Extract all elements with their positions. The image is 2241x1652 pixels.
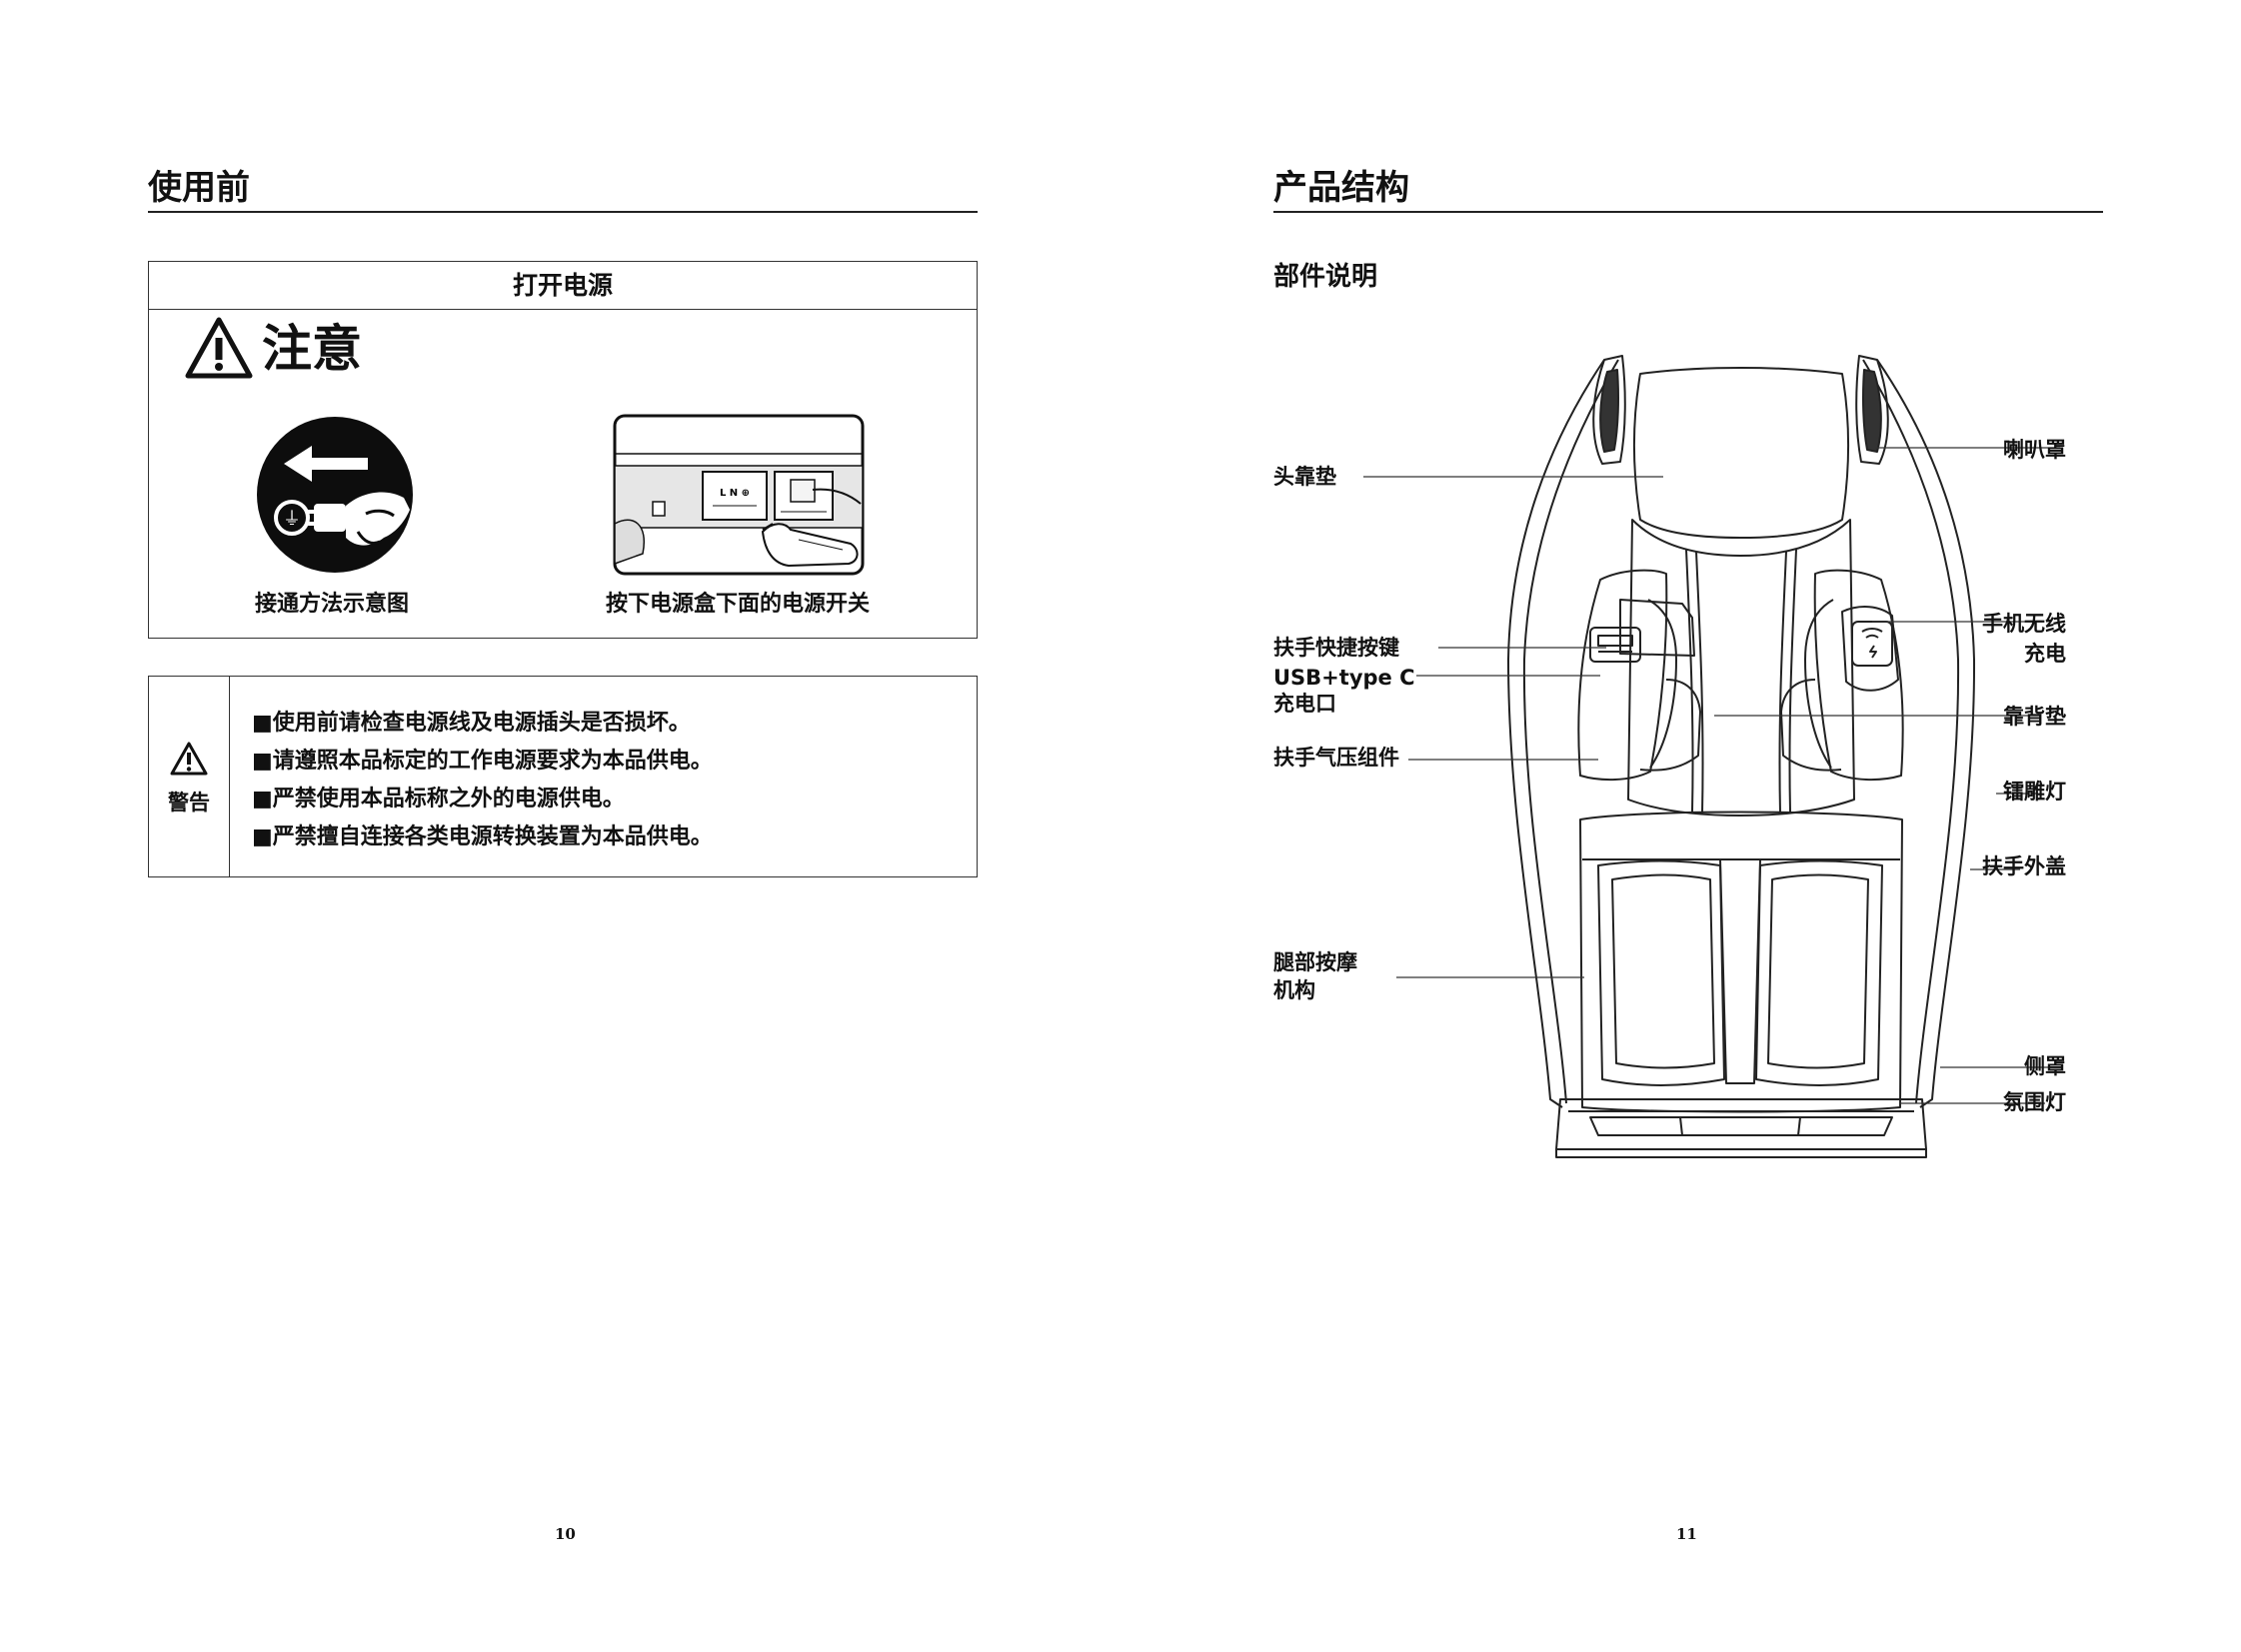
warning-side-column: 警告 <box>149 677 230 876</box>
page-title: 使用前 <box>148 168 250 208</box>
wireless-charging-label-line2: 充电 <box>2024 642 2066 666</box>
engraved-light-label: 镭雕灯 <box>2003 780 2066 804</box>
headrest-label: 头靠垫 <box>1273 465 1336 489</box>
power-switch-caption: 按下电源盒下面的电源开关 <box>606 592 871 617</box>
title-divider <box>148 211 978 213</box>
page-title: 产品结构 <box>1273 168 1409 208</box>
warning-list: 使用前请检查电源线及电源插头是否损坏。 请遵照本品标定的工作电源要求为本品供电。… <box>252 705 713 856</box>
usb-port-label-line2: 充电口 <box>1273 692 1336 716</box>
caution-header: 注意 <box>184 316 362 386</box>
side-cover-label: 侧罩 <box>2024 1054 2066 1078</box>
armrest-cover-label: 扶手外盖 <box>1982 854 2066 878</box>
speaker-cover-label: 喇叭罩 <box>2003 438 2066 462</box>
armrest-shortcut-keys-label: 扶手快捷按键 <box>1273 636 1399 660</box>
parts-description-heading: 部件说明 <box>1273 262 1378 292</box>
svg-text:⏚: ⏚ <box>283 509 301 530</box>
power-switch-illustration: L N ⊕ <box>613 414 865 576</box>
ambient-light-label: 氛围灯 <box>2003 1090 2066 1114</box>
usb-port-label-line1: USB+type C <box>1273 666 1415 690</box>
warning-item: 严禁使用本品标称之外的电源供电。 <box>252 781 713 819</box>
warning-item: 严禁擅自连接各类电源转换装置为本品供电。 <box>252 819 713 856</box>
warning-item: 请遵照本品标定的工作电源要求为本品供电。 <box>252 743 713 781</box>
power-box-terminal-label: L N ⊕ <box>720 488 750 499</box>
page-number: 11 <box>1676 1525 1697 1543</box>
power-on-panel: 打开电源 注意 ⏚ 接通方法示意图 <box>148 261 978 639</box>
warning-label: 警告 <box>168 791 210 815</box>
caution-label: 注意 <box>262 320 362 378</box>
left-page: 使用前 打开电源 注意 ⏚ <box>0 0 1120 1652</box>
warning-panel: 警告 使用前请检查电源线及电源插头是否损坏。 请遵照本品标定的工作电源要求为本品… <box>148 676 978 877</box>
page-number: 10 <box>555 1525 576 1543</box>
backrest-label: 靠背垫 <box>2003 705 2066 729</box>
connection-method-caption: 接通方法示意图 <box>255 592 410 617</box>
plug-connection-illustration: ⏚ <box>257 417 413 573</box>
title-divider <box>1273 211 2103 213</box>
massage-chair-diagram <box>1363 355 2060 1158</box>
right-page: 产品结构 部件说明 <box>1120 0 2241 1652</box>
power-panel-title: 打开电源 <box>149 262 977 310</box>
leg-massage-label-line2: 机构 <box>1273 978 1315 1002</box>
armrest-air-pressure-label: 扶手气压组件 <box>1273 746 1399 770</box>
warning-triangle-icon <box>185 317 253 379</box>
wireless-charging-label-line1: 手机无线 <box>1982 612 2066 636</box>
warning-item: 使用前请检查电源线及电源插头是否损坏。 <box>252 705 713 743</box>
leg-massage-label-line1: 腿部按摩 <box>1273 950 1357 974</box>
warning-icon <box>170 742 208 776</box>
